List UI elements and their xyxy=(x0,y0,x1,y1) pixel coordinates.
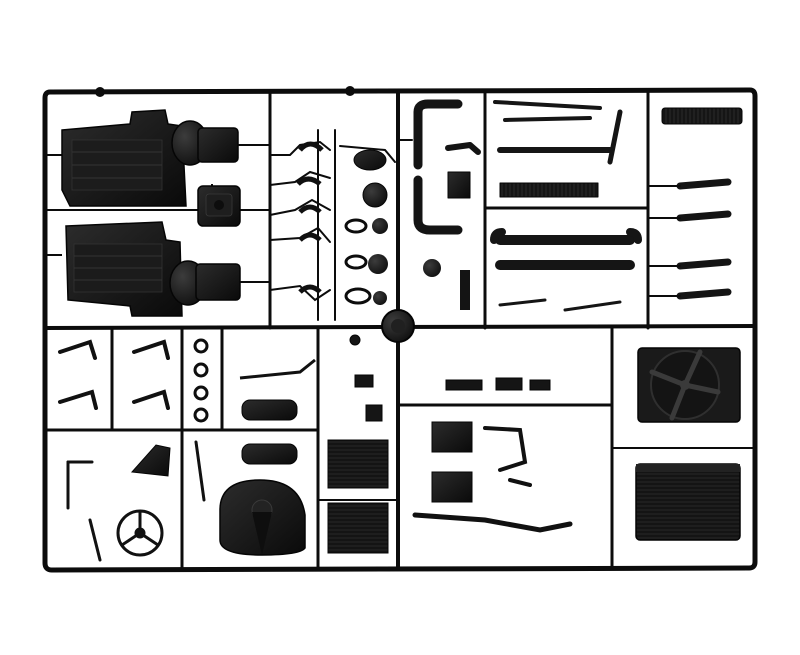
floor-panels xyxy=(327,439,389,554)
bracket-parts xyxy=(58,339,170,410)
air-tanks xyxy=(239,358,316,465)
steering-wheel xyxy=(116,509,164,557)
fifth-wheel-coupling xyxy=(219,479,306,556)
engine-block-lower xyxy=(45,221,270,317)
ring-parts xyxy=(193,338,209,423)
gearbox-housing xyxy=(197,184,241,227)
gear-lever-and-levers xyxy=(66,440,206,562)
right-upper-parts xyxy=(647,107,743,300)
sprue-runner-frame xyxy=(42,86,758,573)
middle-small-parts xyxy=(349,334,551,503)
pulley-set xyxy=(296,141,388,305)
engine-block-upper xyxy=(45,109,270,207)
drive-shaft xyxy=(412,426,573,533)
seat-panel xyxy=(130,444,171,477)
exhaust-pipes xyxy=(397,99,642,312)
radiator-core xyxy=(635,463,741,541)
radiator-fan xyxy=(637,347,741,423)
